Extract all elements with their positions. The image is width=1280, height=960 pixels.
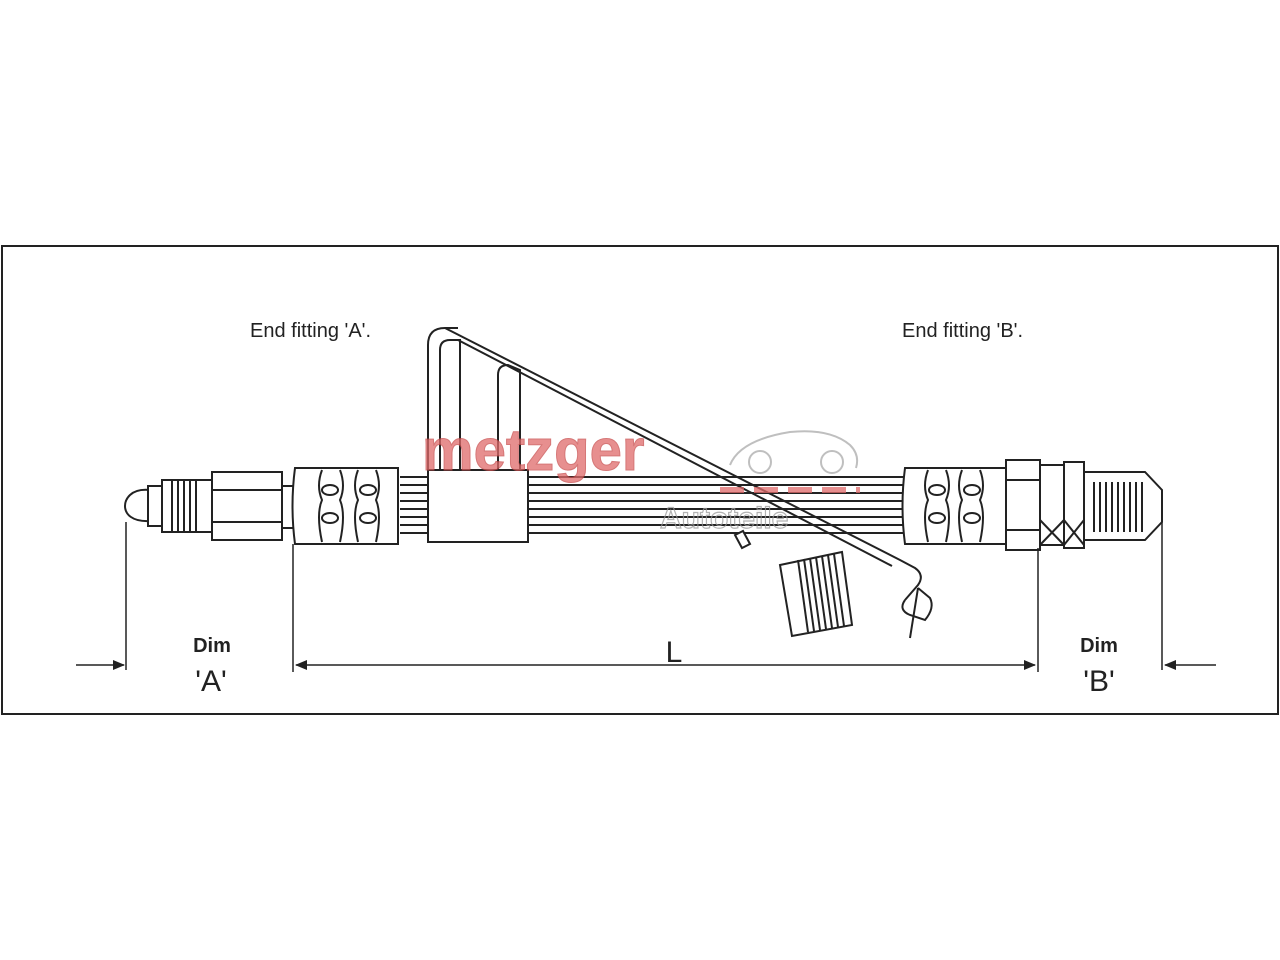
- dim-b-value: 'B': [1083, 665, 1114, 698]
- dim-a-value: 'A': [195, 665, 226, 698]
- end-fitting-b-label: End fitting 'B'.: [902, 320, 1023, 342]
- length-label: L: [666, 636, 683, 669]
- car-icon: [720, 430, 860, 493]
- end-fitting-a: [123, 467, 399, 545]
- dimension-lines: [76, 522, 1216, 672]
- bracket-clamp: [427, 327, 933, 639]
- watermark-sub: Autoteile: [660, 502, 788, 535]
- end-fitting-b: [901, 459, 1163, 551]
- end-fitting-a-label: End fitting 'A'.: [250, 320, 371, 342]
- dim-a-word: Dim: [193, 635, 231, 657]
- hose-drawing: [123, 327, 1163, 639]
- watermark-brand: metzger: [422, 418, 644, 483]
- brand-watermark: metzger Autoteile: [422, 418, 860, 536]
- dim-b-word: Dim: [1080, 635, 1118, 657]
